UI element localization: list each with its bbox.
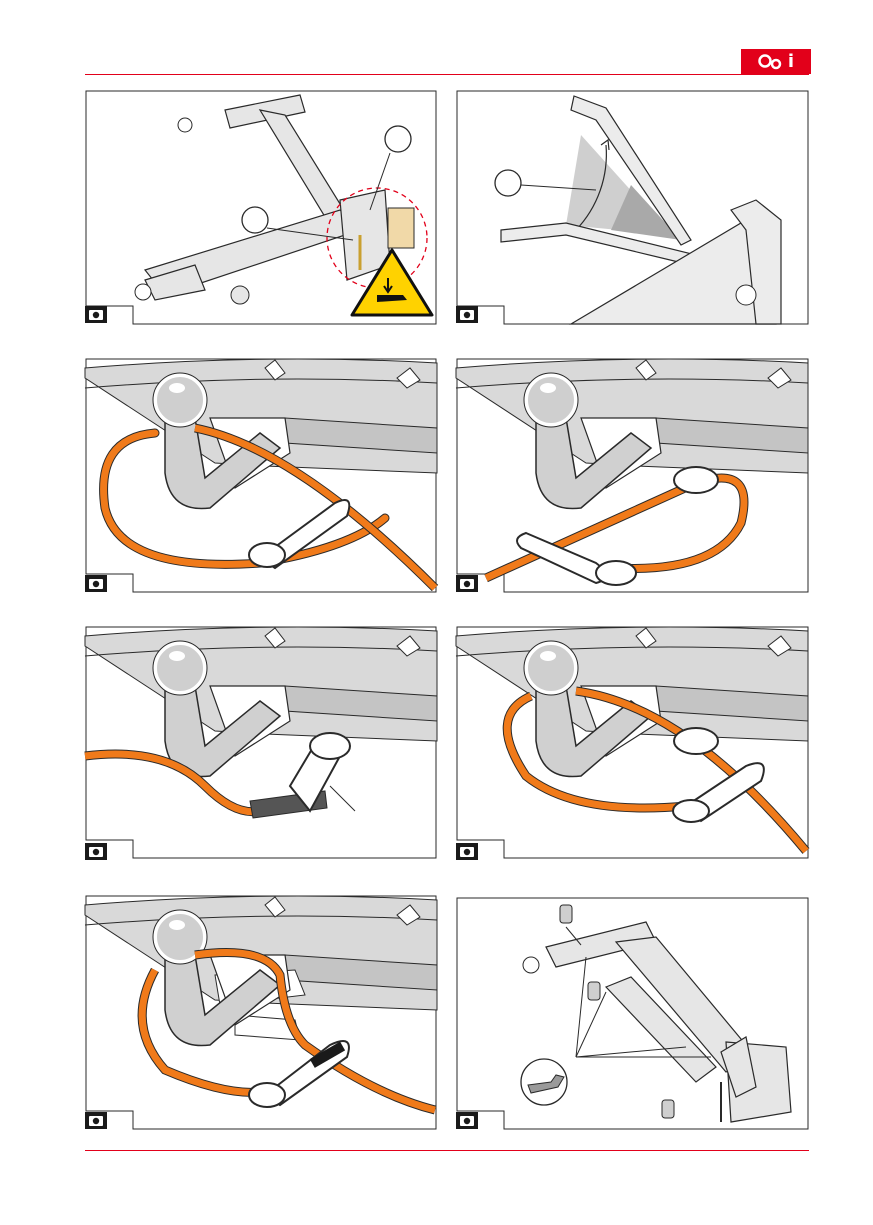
panel-2 (456, 90, 809, 325)
info-icon: i (788, 51, 794, 72)
panel-6 (456, 626, 809, 859)
panel-3 (85, 358, 437, 593)
camera-icon (85, 306, 107, 328)
grease-gun-callout (521, 1059, 567, 1105)
camera-icon (85, 843, 107, 865)
panel-7 (85, 895, 437, 1130)
footer-rule (85, 1150, 809, 1151)
two-circles-icon (758, 53, 784, 71)
panel-8 (456, 897, 809, 1130)
camera-icon (85, 575, 107, 597)
camera-icon (456, 1112, 478, 1134)
camera-icon (85, 1112, 107, 1134)
header-badge: i (741, 49, 811, 74)
camera-icon (456, 575, 478, 597)
camera-icon (456, 306, 478, 328)
header-rule (85, 74, 809, 75)
panel-5 (85, 626, 437, 859)
panel-4 (456, 358, 809, 593)
panel-1 (85, 90, 437, 325)
camera-icon (456, 843, 478, 865)
